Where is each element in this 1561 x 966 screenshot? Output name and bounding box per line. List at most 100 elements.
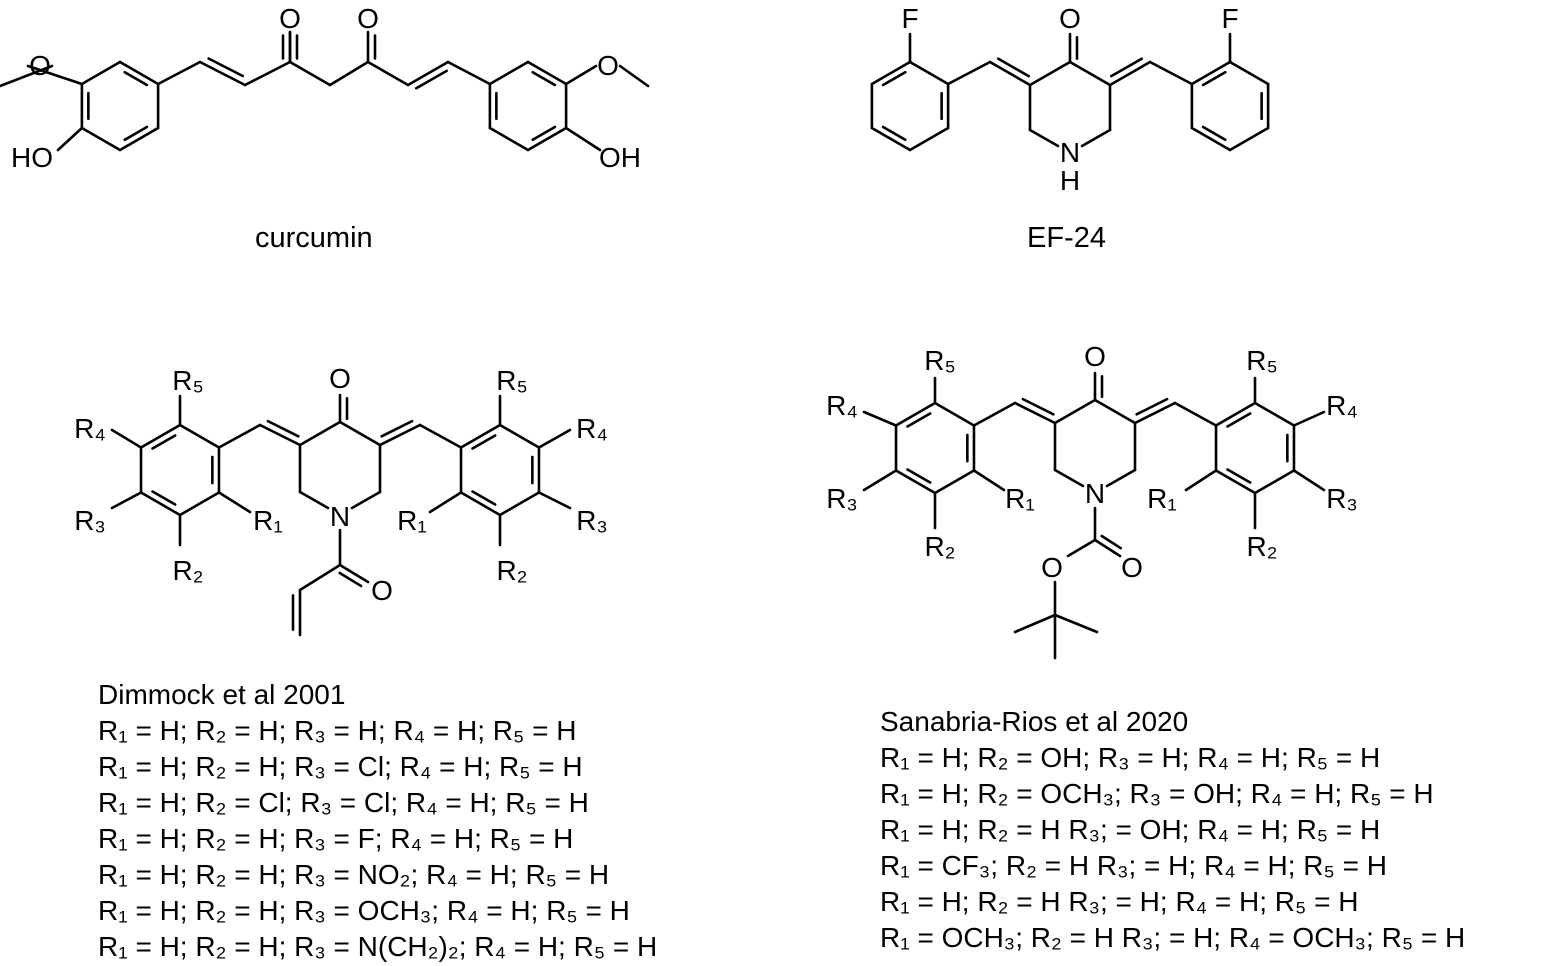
bond (110, 428, 143, 449)
atom-label: R₂ (924, 531, 955, 562)
bond (988, 60, 1032, 87)
bond (908, 126, 950, 152)
bond (1053, 398, 1097, 425)
table-row: R₁ = H; R₂ = OH; R₃ = H; R₄ = H; R₅ = H (880, 742, 1381, 773)
bond (1190, 126, 1232, 152)
bond (862, 469, 898, 492)
bond (118, 126, 160, 152)
atom-label: R₁ (1147, 483, 1177, 514)
bond (1080, 128, 1112, 148)
bond (996, 57, 1030, 78)
bond (946, 60, 992, 86)
bond (972, 401, 1017, 427)
bond (1173, 401, 1218, 427)
bond (378, 423, 422, 447)
table-row: R₁ = H; R₂ = H R₃; = H; R₄ = H; R₅ = H (880, 886, 1359, 917)
bond (1226, 412, 1252, 428)
atom-label: N (1060, 137, 1080, 168)
bond (862, 410, 898, 427)
bond (1184, 469, 1218, 492)
atom-label: F (1221, 3, 1238, 34)
bond (123, 70, 149, 87)
bond (1066, 538, 1097, 558)
table-row: R₁ = H; R₂ = H; R₃ = H; R₄ = H; R₅ = H (98, 715, 577, 746)
bond (118, 60, 160, 86)
atom-label: R₅ (1246, 345, 1278, 376)
bond (488, 60, 530, 86)
bond (198, 60, 247, 87)
curcumin-structure: O O O HO O OH (11, 3, 641, 173)
bond (446, 60, 492, 86)
bond (526, 60, 568, 86)
bond (933, 469, 976, 495)
bond (1292, 469, 1326, 492)
bond (1028, 60, 1072, 87)
atom-label: O (29, 50, 51, 81)
bond (1201, 125, 1227, 142)
bond (1190, 60, 1232, 86)
dimmock-structure: O N O R₅ R₄ R₃ R₂ R₁ R₅ R₄ R₃ R₂ R₁ (74, 363, 608, 606)
atom-label: O (1121, 552, 1143, 583)
ef24-structure: O F F N H (901, 3, 1238, 196)
table-row: R₁ = OCH₃; R₂ = H R₃; = H; R₄ = OCH₃; R₅… (880, 922, 1466, 953)
bond (908, 60, 950, 86)
bond (498, 491, 541, 517)
bond (881, 125, 907, 142)
bond (217, 423, 262, 449)
bond (564, 126, 602, 152)
bond (1148, 60, 1194, 86)
bond (459, 491, 502, 517)
bond (26, 64, 84, 86)
bond (618, 64, 650, 88)
ef24-caption: EF-24 (1027, 222, 1106, 254)
curcumin-caption: curcumin (255, 222, 373, 254)
table-title: Sanabria-Rios et al 2020 (880, 706, 1189, 737)
bond (531, 70, 557, 87)
bond (207, 57, 245, 78)
bond-lines (0, 30, 1326, 660)
bond (537, 428, 572, 449)
atom-label: R₄ (576, 413, 608, 444)
atom-label: O (1084, 341, 1106, 372)
bond (881, 70, 907, 87)
bond (243, 60, 292, 87)
bond (564, 64, 598, 86)
bond (537, 491, 572, 510)
bond (418, 423, 463, 449)
atom-label: O (357, 3, 379, 34)
bond (1028, 128, 1060, 148)
bond (298, 563, 342, 592)
bond (0, 64, 54, 88)
bond (1013, 613, 1057, 634)
bond (1013, 401, 1057, 425)
atom-label: F (901, 3, 918, 34)
bond (110, 491, 143, 510)
bond (258, 423, 302, 447)
atom-label: R₃ (1326, 483, 1358, 514)
bond (1105, 468, 1137, 488)
bond (1021, 397, 1055, 416)
bond (1201, 70, 1227, 87)
atom-label: R₁ (253, 505, 283, 536)
bond (178, 491, 221, 517)
bond (906, 412, 932, 428)
bond (266, 419, 300, 438)
bond (471, 434, 497, 450)
bond (1053, 613, 1099, 634)
bond (933, 401, 976, 427)
bond (906, 468, 932, 484)
bond (298, 490, 330, 510)
table-row: R₁ = H; R₂ = Cl; R₃ = Cl; R₄ = H; R₅ = H (98, 787, 589, 818)
bond (1110, 57, 1144, 78)
bond (80, 126, 122, 152)
bond (80, 60, 122, 86)
atom-label: O (279, 3, 301, 34)
bond (288, 60, 332, 87)
bond (498, 423, 541, 449)
bond (298, 420, 342, 447)
bond (366, 60, 410, 87)
bond (1253, 469, 1296, 495)
bond (1253, 401, 1296, 427)
atom-label: N (330, 501, 350, 532)
atom-label: H (1060, 165, 1080, 196)
